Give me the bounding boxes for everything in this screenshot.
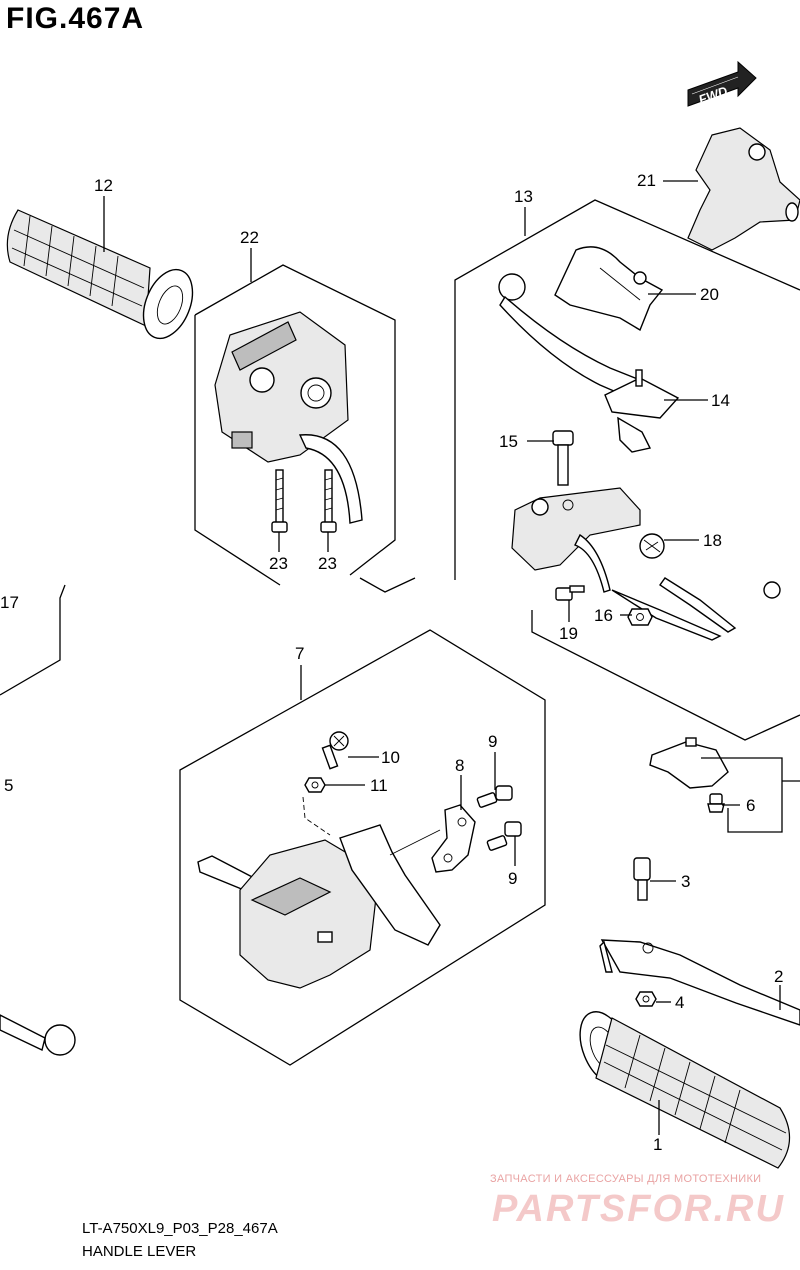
callout-6: 6	[746, 796, 755, 815]
switch-housing-part	[197, 824, 441, 989]
callout-10: 10	[381, 748, 400, 767]
handlebar-switch-part	[214, 311, 363, 524]
callout-13: 13	[514, 187, 533, 206]
lever-cover-21-part	[687, 127, 800, 251]
master-cylinder-part	[511, 487, 722, 641]
callout-8: 8	[455, 756, 464, 775]
leader-lines	[103, 180, 800, 1135]
switch-assembly-frame	[194, 264, 416, 593]
callout-14: 14	[711, 391, 730, 410]
screw-10-part	[321, 731, 349, 770]
bracket-8-part	[431, 804, 476, 873]
screw-19-part	[555, 585, 585, 601]
screw-9-lower	[486, 821, 522, 851]
callout-4: 4	[675, 993, 684, 1012]
callout-19: 19	[559, 624, 578, 643]
lever-pin-part	[659, 577, 781, 633]
left-lever-partial	[0, 1014, 76, 1056]
figure-title: FIG.467A	[6, 2, 145, 35]
callout-11: 11	[370, 776, 388, 795]
assembly-dashed-lines	[302, 796, 441, 856]
nut-16-part	[627, 608, 653, 626]
right-grip-part	[579, 1011, 791, 1169]
screw-23-right	[320, 469, 337, 533]
callout-23a: 23	[269, 554, 288, 573]
screw-9-upper	[476, 785, 513, 808]
callout-15: 15	[499, 432, 518, 451]
callout-21: 21	[637, 171, 656, 190]
left-partial-frame	[0, 584, 66, 696]
callout-9a: 9	[488, 732, 497, 751]
callout-18: 18	[703, 531, 722, 550]
callout-16: 16	[594, 606, 613, 625]
callout-20: 20	[700, 285, 719, 304]
watermark-tagline: ЗАПЧАСТИ И АКСЕССУАРЫ ДЛЯ МОТОТЕХНИКИ	[490, 1173, 762, 1185]
callout-23b: 23	[318, 554, 337, 573]
callout-2: 2	[774, 967, 783, 986]
callout-7: 7	[295, 644, 304, 663]
callout-12: 12	[94, 176, 113, 195]
bracket-20-part	[554, 246, 664, 332]
callout-5: 5	[4, 776, 13, 795]
callout-1: 1	[653, 1135, 662, 1154]
nut-11-part	[304, 777, 326, 793]
brake-lever-part	[498, 273, 680, 453]
callout-3: 3	[681, 872, 690, 891]
callout-22: 22	[240, 228, 259, 247]
callout-labels: 12 22 13 21 20 14 15 18 16 19 23 23 17 7…	[0, 171, 783, 1154]
bolt-15-part	[552, 430, 574, 486]
screw-23-left	[271, 469, 288, 533]
left-grip-part	[6, 209, 194, 340]
footer-model-code: LT-A750XL9_P03_P28_467A	[82, 1220, 278, 1237]
callout-9b: 9	[508, 869, 517, 888]
lever-2-part	[599, 939, 800, 1026]
screw-6-part	[707, 793, 725, 813]
switch-housing-assembly-frame	[179, 629, 546, 1066]
cam-18-part	[639, 533, 665, 559]
brake-lever-assembly-frame	[454, 199, 800, 741]
callout-17: 17	[0, 593, 19, 612]
watermark-brand: PARTSFOR.RU	[492, 1188, 785, 1230]
bolt-3-part	[633, 857, 651, 901]
nut-4-part	[635, 991, 657, 1007]
fwd-arrow-icon: FWD	[687, 60, 757, 107]
stop-switch-6-part	[649, 737, 729, 789]
footer-section-name: HANDLE LEVER	[82, 1243, 197, 1260]
